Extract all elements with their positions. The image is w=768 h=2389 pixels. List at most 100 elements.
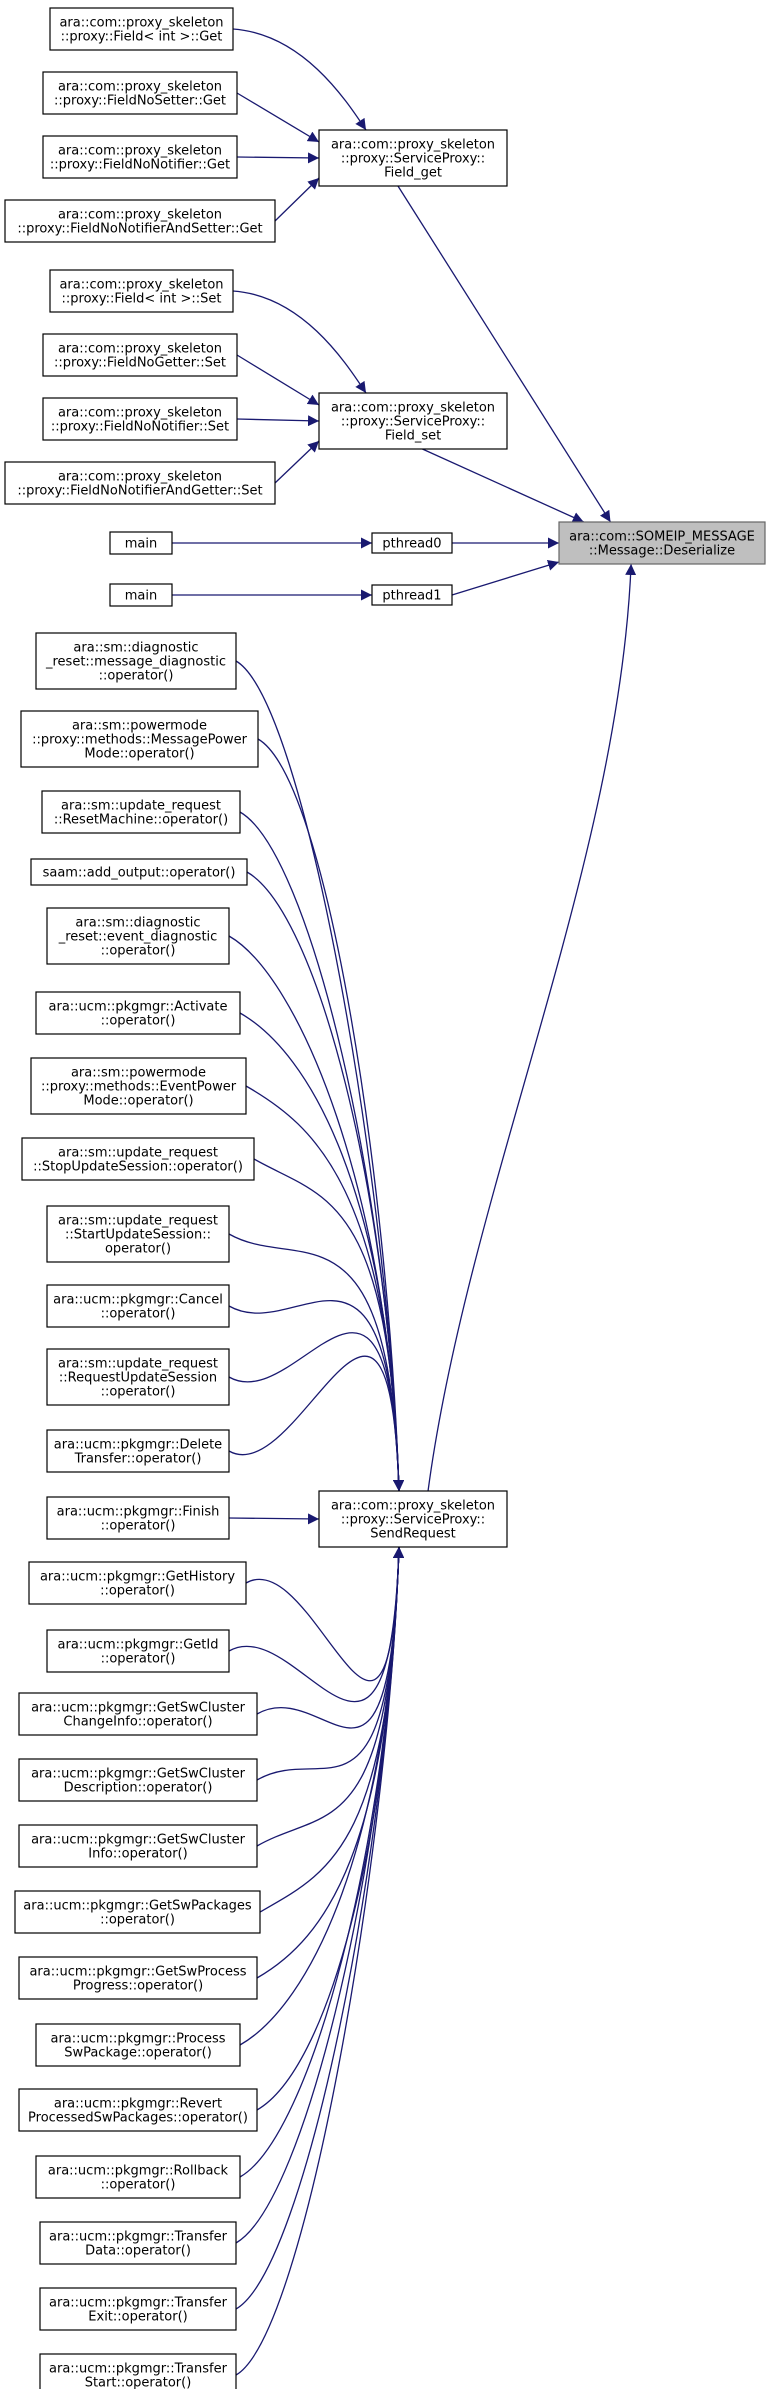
node-c20[interactable]: ara::ucm::pkgmgr::GetSwProcessProgress::…	[18, 1956, 258, 2000]
node-set_nogetter[interactable]: ara::com::proxy_skeleton::proxy::FieldNo…	[42, 333, 238, 377]
node-box[interactable]	[39, 2287, 237, 2331]
node-box[interactable]	[46, 1284, 230, 1328]
node-box[interactable]	[46, 1496, 230, 1540]
node-c14[interactable]: ara::ucm::pkgmgr::GetHistory::operator()	[28, 1561, 247, 1605]
node-c15[interactable]: ara::ucm::pkgmgr::GetId::operator()	[46, 1629, 230, 1673]
node-box[interactable]	[46, 1348, 230, 1406]
node-c5[interactable]: ara::sm::diagnostic_reset::event_diagnos…	[46, 907, 230, 965]
node-box[interactable]	[41, 790, 241, 834]
node-box[interactable]	[109, 583, 173, 607]
node-field_set[interactable]: ara::com::proxy_skeleton::proxy::Service…	[318, 392, 508, 450]
node-box[interactable]	[46, 1629, 230, 1673]
node-c6[interactable]: ara::ucm::pkgmgr::Activate::operator()	[35, 991, 241, 1035]
node-c2[interactable]: ara::sm::powermode::proxy::methods::Mess…	[20, 710, 259, 768]
node-box[interactable]	[49, 269, 234, 313]
node-box[interactable]	[46, 907, 230, 965]
node-box[interactable]	[30, 858, 248, 886]
node-label-line: SwPackage::operator()	[64, 2046, 212, 2061]
node-box[interactable]	[18, 1758, 258, 1802]
node-label-line: operator()	[105, 1242, 171, 1257]
node-box[interactable]	[18, 1692, 258, 1736]
node-c19[interactable]: ara::ucm::pkgmgr::GetSwPackages::operato…	[14, 1890, 261, 1934]
node-box[interactable]	[109, 531, 173, 555]
node-box[interactable]	[42, 135, 238, 179]
node-box[interactable]	[20, 710, 259, 768]
node-label-line: ara::com::proxy_skeleton	[58, 144, 222, 159]
node-c21[interactable]: ara::ucm::pkgmgr::ProcessSwPackage::oper…	[35, 2023, 241, 2067]
node-c4[interactable]: saam::add_output::operator()	[30, 858, 248, 886]
edge-c23-to-send_request	[239, 1546, 405, 2178]
node-root[interactable]: ara::com::SOMEIP_MESSAGE::Message::Deser…	[558, 521, 766, 565]
node-box[interactable]	[42, 71, 238, 115]
node-box[interactable]	[30, 1057, 247, 1115]
node-set_nonotifier[interactable]: ara::com::proxy_skeleton::proxy::FieldNo…	[42, 397, 238, 441]
node-c13[interactable]: ara::ucm::pkgmgr::Finish::operator()	[46, 1496, 230, 1540]
edge-c1-to-send_request	[235, 660, 405, 1492]
node-box[interactable]	[42, 333, 238, 377]
node-label-line: ::StartUpdateSession::	[65, 1228, 211, 1243]
node-box[interactable]	[35, 991, 241, 1035]
node-c17[interactable]: ara::ucm::pkgmgr::GetSwClusterDescriptio…	[18, 1758, 258, 1802]
node-box[interactable]	[46, 1205, 230, 1263]
node-c11[interactable]: ara::sm::update_request::RequestUpdateSe…	[46, 1348, 230, 1406]
node-c1[interactable]: ara::sm::diagnostic_reset::message_diagn…	[35, 632, 237, 690]
node-pthread0[interactable]: pthread0	[371, 532, 453, 554]
node-c8[interactable]: ara::sm::update_request::StopUpdateSessi…	[21, 1137, 255, 1181]
node-box[interactable]	[39, 2221, 237, 2265]
node-label-line: ara::ucm::pkgmgr::GetHistory	[40, 1570, 235, 1585]
node-box[interactable]	[28, 1561, 247, 1605]
node-c3[interactable]: ara::sm::update_request::ResetMachine::o…	[41, 790, 241, 834]
node-get_nosetter[interactable]: ara::com::proxy_skeleton::proxy::FieldNo…	[42, 71, 238, 115]
node-box[interactable]	[371, 584, 453, 606]
node-box[interactable]	[371, 532, 453, 554]
node-box[interactable]	[318, 1490, 508, 1548]
node-c7[interactable]: ara::sm::powermode::proxy::methods::Even…	[30, 1057, 247, 1115]
node-box[interactable]	[318, 392, 508, 450]
node-box[interactable]	[4, 461, 276, 505]
node-box[interactable]	[35, 2023, 241, 2067]
node-box[interactable]	[49, 7, 234, 51]
node-c24[interactable]: ara::ucm::pkgmgr::TransferData::operator…	[39, 2221, 237, 2265]
node-box[interactable]	[42, 397, 238, 441]
node-box[interactable]	[18, 2088, 258, 2132]
node-field_get[interactable]: ara::com::proxy_skeleton::proxy::Service…	[318, 129, 508, 187]
node-c18[interactable]: ara::ucm::pkgmgr::GetSwClusterInfo::oper…	[18, 1824, 258, 1868]
node-c23[interactable]: ara::ucm::pkgmgr::Rollback::operator()	[35, 2155, 241, 2199]
node-box[interactable]	[558, 521, 766, 565]
node-send_request[interactable]: ara::com::proxy_skeleton::proxy::Service…	[318, 1490, 508, 1548]
node-c10[interactable]: ara::ucm::pkgmgr::Cancel::operator()	[46, 1284, 230, 1328]
node-c22[interactable]: ara::ucm::pkgmgr::RevertProcessedSwPacka…	[18, 2088, 258, 2132]
node-get_nonotifier_setter[interactable]: ara::com::proxy_skeleton::proxy::FieldNo…	[4, 199, 276, 243]
node-label-line: ara::ucm::pkgmgr::GetSwCluster	[31, 1767, 246, 1782]
node-pthread1[interactable]: pthread1	[371, 584, 453, 606]
node-box[interactable]	[4, 199, 276, 243]
node-label-line: ara::ucm::pkgmgr::Cancel	[53, 1293, 223, 1308]
node-label-line: ::ResetMachine::operator()	[54, 813, 228, 828]
node-box[interactable]	[35, 632, 237, 690]
node-label-line: ara::com::proxy_skeleton	[58, 342, 222, 357]
node-box[interactable]	[318, 129, 508, 187]
node-box[interactable]	[35, 2155, 241, 2199]
node-box[interactable]	[39, 2353, 237, 2389]
node-c12[interactable]: ara::ucm::pkgmgr::DeleteTransfer::operat…	[46, 1429, 230, 1473]
node-label-line: ::operator()	[101, 1652, 176, 1667]
node-label-line: ara::ucm::pkgmgr::Rollback	[48, 2164, 229, 2179]
node-set_field_int[interactable]: ara::com::proxy_skeleton::proxy::Field< …	[49, 269, 234, 313]
node-label-line: pthread0	[382, 537, 441, 552]
node-box[interactable]	[46, 1429, 230, 1473]
node-label-line: ara::com::proxy_skeleton	[59, 278, 223, 293]
node-box[interactable]	[21, 1137, 255, 1181]
node-box[interactable]	[14, 1890, 261, 1934]
node-box[interactable]	[18, 1956, 258, 2000]
edge-set_nonotifier_getter-to-field_set	[274, 440, 320, 484]
node-get_nonotifier[interactable]: ara::com::proxy_skeleton::proxy::FieldNo…	[42, 135, 238, 179]
node-c16[interactable]: ara::ucm::pkgmgr::GetSwClusterChangeInfo…	[18, 1692, 258, 1736]
node-main0[interactable]: main	[109, 531, 173, 555]
node-c9[interactable]: ara::sm::update_request::StartUpdateSess…	[46, 1205, 230, 1263]
node-c25[interactable]: ara::ucm::pkgmgr::TransferExit::operator…	[39, 2287, 237, 2331]
node-get_field_int[interactable]: ara::com::proxy_skeleton::proxy::Field< …	[49, 7, 234, 51]
node-box[interactable]	[18, 1824, 258, 1868]
node-set_nonotifier_getter[interactable]: ara::com::proxy_skeleton::proxy::FieldNo…	[4, 461, 276, 505]
node-main1[interactable]: main	[109, 583, 173, 607]
node-c26[interactable]: ara::ucm::pkgmgr::TransferStart::operato…	[39, 2353, 237, 2389]
